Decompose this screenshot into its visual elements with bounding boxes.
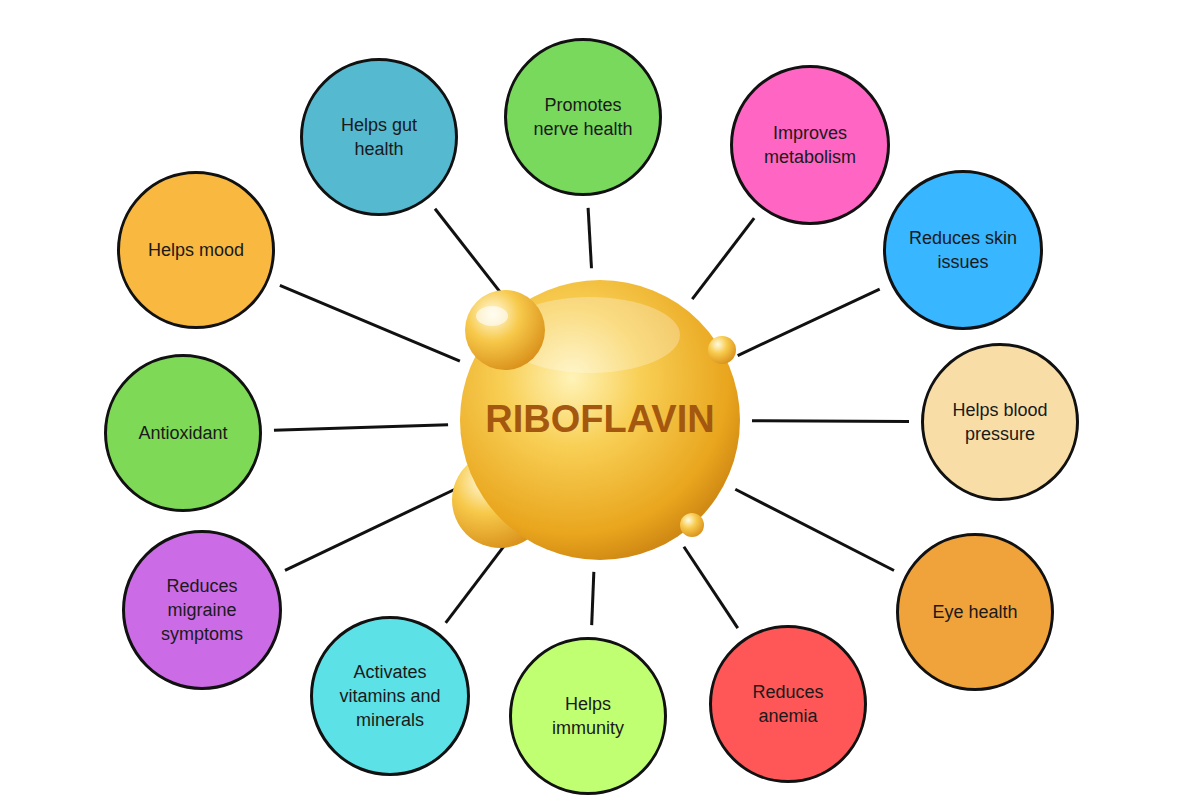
connector-line [752,419,909,423]
benefit-circle: Reduces migraine symptoms [122,530,282,690]
benefit-label: Reduces migraine symptoms [142,574,262,647]
benefit-circle: Helps mood [117,171,275,329]
connector-line [280,285,460,361]
connector-line [692,218,754,299]
benefit-label: Improves metabolism [748,121,872,170]
circle-outline [504,38,662,196]
circle-outline [730,65,890,225]
text-holder: Promotes nerve health [504,38,662,196]
bubble [680,513,704,537]
circle-fill [124,532,281,689]
connector-line [435,209,506,300]
circle-fill [302,60,457,215]
circle-fill [106,356,261,511]
text-holder: Helps gut health [300,58,458,216]
benefit-label: Promotes nerve health [521,93,645,142]
text-holder: Eye health [896,533,1054,691]
circle-fill [511,639,666,794]
benefit-label: Helps mood [148,238,244,262]
circle-outline [709,625,867,783]
connector-line [285,485,463,570]
circle-outline [921,343,1079,501]
text-holder: Improves metabolism [730,65,890,225]
circle-fill [885,172,1042,329]
vitamin-sphere: RIBOFLAVIN [450,270,750,570]
connector-line [274,425,448,430]
connector-line [446,541,508,623]
circle-fill [119,173,274,328]
benefit-circle: Activates vitamins and minerals [310,616,470,776]
circle-outline [509,637,667,795]
benefit-circle: Eye health [896,533,1054,691]
text-holder: Reduces skin issues [883,170,1043,330]
title-label: RIBOFLAVIN [485,394,714,445]
benefit-circle: Improves metabolism [730,65,890,225]
text-holder: Antioxidant [104,354,262,512]
bubble [465,290,545,370]
text-holder: Helps mood [117,171,275,329]
circle-fill [923,345,1078,500]
benefit-circle: Reduces anemia [709,625,867,783]
benefit-label: Activates vitamins and minerals [328,660,452,733]
text-holder: Reduces migraine symptoms [122,530,282,690]
circle-outline [883,170,1043,330]
text-holder: Helps immunity [509,637,667,795]
benefit-label: Reduces skin issues [901,226,1025,275]
benefit-label: Helps blood pressure [940,398,1060,447]
benefit-circle: Helps blood pressure [921,343,1079,501]
main-sphere [460,280,740,560]
benefit-circle: Reduces skin issues [883,170,1043,330]
connector-line [735,489,894,570]
connector-line [588,208,591,268]
text-holder: Reduces anemia [709,625,867,783]
benefit-circle: Helps immunity [509,637,667,795]
benefit-label: Reduces anemia [732,680,844,729]
text-holder: Activates vitamins and minerals [310,616,470,776]
benefit-circle: Antioxidant [104,354,262,512]
connector-line [592,572,594,625]
benefit-circle: Promotes nerve health [504,38,662,196]
circle-fill [312,618,469,775]
benefit-label: Helps immunity [532,692,644,741]
circle-outline [300,58,458,216]
circle-fill [506,40,661,195]
connector-line [684,547,738,628]
benefit-circle: Helps gut health [300,58,458,216]
benefit-label: Helps gut health [323,113,435,162]
bubble [708,336,736,364]
text-holder: RIBOFLAVIN [450,270,750,570]
benefit-label: Antioxidant [138,421,227,445]
circle-fill [898,535,1053,690]
text-holder: Helps blood pressure [921,343,1079,501]
circle-fill [711,627,866,782]
benefit-label: Eye health [932,600,1017,624]
connector-line [738,289,880,356]
circle-fill [732,67,889,224]
bubble-shine [476,306,508,326]
